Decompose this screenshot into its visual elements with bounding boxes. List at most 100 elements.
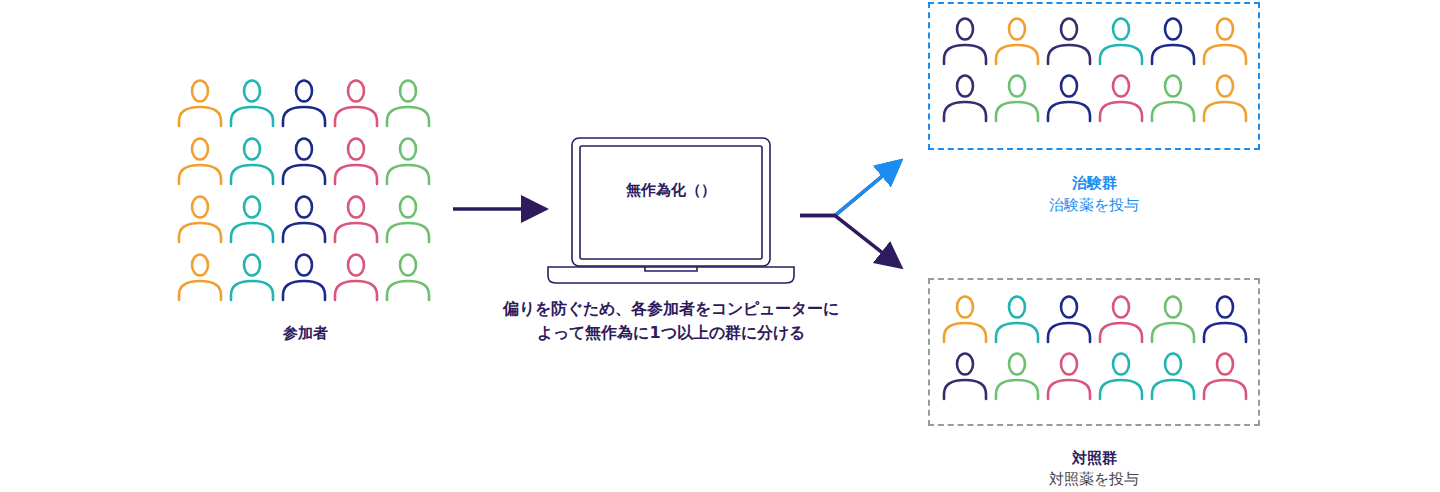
person-body: [387, 223, 429, 242]
person-body: [996, 380, 1038, 399]
person-head: [1165, 76, 1181, 97]
person-head: [1113, 76, 1129, 97]
person-body: [1048, 323, 1090, 342]
person-body: [231, 165, 273, 184]
person-body: [944, 323, 986, 342]
person-head: [1217, 354, 1233, 375]
person-head: [296, 255, 312, 276]
screen-text: 無作為化（）: [580, 179, 762, 201]
person-body: [335, 165, 377, 184]
person-head: [957, 19, 973, 40]
person-head: [192, 255, 208, 276]
group-subtitle: 治験薬を投与: [930, 194, 1258, 216]
person-body: [335, 107, 377, 126]
group-subtitle: 対照薬を投与: [930, 468, 1258, 490]
person-body: [1152, 323, 1194, 342]
person-head: [1113, 297, 1129, 318]
person-head: [957, 354, 973, 375]
person-head: [296, 197, 312, 218]
person-head: [348, 255, 364, 276]
person-body: [179, 223, 221, 242]
person-body: [387, 107, 429, 126]
person-head: [348, 81, 364, 102]
person-body: [996, 45, 1038, 64]
person-body: [1204, 380, 1246, 399]
flow-arrow: [800, 163, 898, 216]
group-title: 対照群: [930, 447, 1258, 469]
person-body: [283, 165, 325, 184]
person-body: [231, 281, 273, 300]
person-head: [348, 197, 364, 218]
person-head: [1165, 19, 1181, 40]
person-body: [1152, 45, 1194, 64]
person-head: [400, 81, 416, 102]
person-body: [335, 281, 377, 300]
person-head: [1217, 297, 1233, 318]
person-body: [1204, 102, 1246, 121]
step-caption: 偏りを防ぐため、各参加者をコンピューターによって無作為に1つ以上の群に分ける: [496, 297, 846, 345]
person-head: [400, 197, 416, 218]
person-body: [944, 102, 986, 121]
person-head: [296, 81, 312, 102]
person-head: [1061, 297, 1077, 318]
person-body: [996, 102, 1038, 121]
person-body: [944, 380, 986, 399]
person-head: [1113, 354, 1129, 375]
laptop-lid: [572, 138, 770, 266]
person-head: [192, 197, 208, 218]
flow-arrow: [453, 207, 542, 211]
person-body: [1152, 380, 1194, 399]
control-group-box: 対照群対照薬を投与: [928, 278, 1260, 426]
person-head: [244, 197, 260, 218]
person-head: [1009, 297, 1025, 318]
person-head: [957, 76, 973, 97]
group-label: 参加者: [172, 322, 438, 344]
person-body: [1100, 102, 1142, 121]
person-body: [387, 165, 429, 184]
person-head: [1113, 19, 1129, 40]
person-head: [1009, 354, 1025, 375]
person-head: [192, 139, 208, 160]
person-head: [244, 81, 260, 102]
person-body: [996, 323, 1038, 342]
person-body: [179, 107, 221, 126]
person-head: [1061, 354, 1077, 375]
person-body: [283, 107, 325, 126]
person-head: [1165, 354, 1181, 375]
person-head: [1217, 76, 1233, 97]
person-body: [1100, 45, 1142, 64]
person-body: [283, 223, 325, 242]
person-head: [1217, 19, 1233, 40]
person-body: [1048, 45, 1090, 64]
person-body: [1100, 380, 1142, 399]
person-body: [231, 223, 273, 242]
laptop-screen: 無作為化（）偏りを防ぐため、各参加者をコンピューターによって無作為に1つ以上の群…: [580, 146, 762, 259]
laptop-base: [548, 267, 794, 283]
person-head: [192, 81, 208, 102]
person-body: [1204, 45, 1246, 64]
person-body: [1152, 102, 1194, 121]
person-body: [1048, 102, 1090, 121]
person-head: [1009, 19, 1025, 40]
flow-arrow: [800, 216, 898, 266]
person-body: [283, 281, 325, 300]
laptop-screen: [580, 146, 762, 259]
person-body: [179, 165, 221, 184]
treatment-group-box: 治験群治験薬を投与: [928, 2, 1260, 150]
person-head: [957, 297, 973, 318]
person-body: [1048, 380, 1090, 399]
person-head: [1061, 76, 1077, 97]
person-head: [400, 255, 416, 276]
person-body: [944, 45, 986, 64]
laptop-notch: [645, 267, 697, 271]
person-head: [244, 255, 260, 276]
person-head: [348, 139, 364, 160]
person-head: [400, 139, 416, 160]
person-head: [1009, 76, 1025, 97]
person-body: [335, 223, 377, 242]
flow-arrow-branch: [835, 163, 898, 216]
person-body: [1204, 323, 1246, 342]
group-title: 治験群: [930, 172, 1258, 194]
